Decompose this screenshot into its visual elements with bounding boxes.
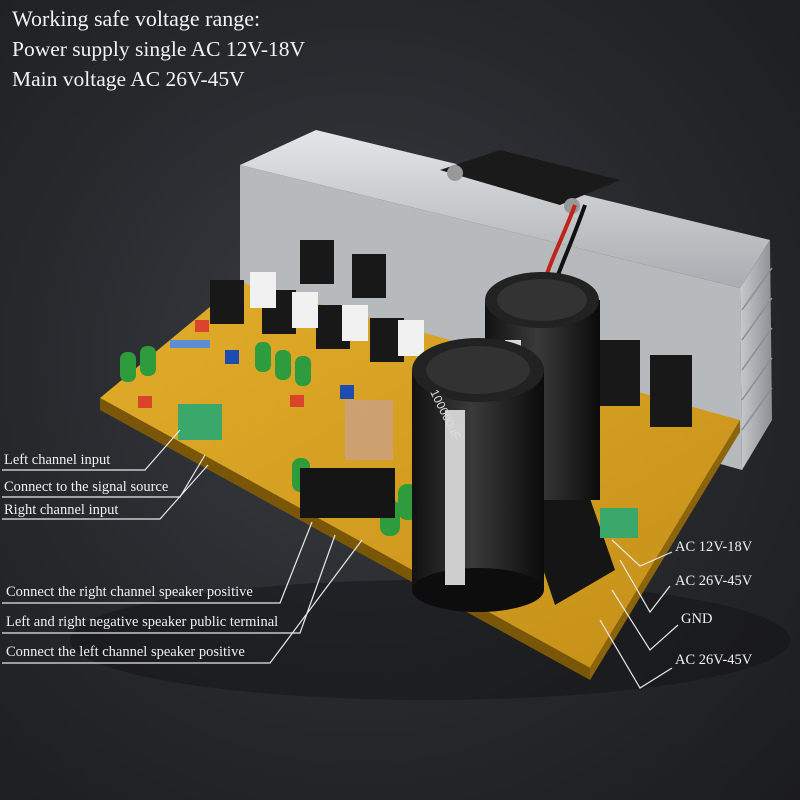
filter-capacitor-front: 100000uF <box>412 338 544 612</box>
small-capacitors <box>120 342 418 536</box>
speaker-terminal-block <box>300 468 395 518</box>
label-gnd: GND <box>681 611 713 627</box>
label-right-speaker-positive: Connect the right channel speaker positi… <box>6 584 253 600</box>
relay <box>345 400 393 460</box>
signal-input-terminal <box>178 404 222 440</box>
voltage-range-header: Working safe voltage range: Power supply… <box>12 4 305 94</box>
label-negative-common-terminal: Left and right negative speaker public t… <box>6 614 279 630</box>
label-ac-main-1: AC 26V-45V <box>675 573 753 589</box>
header-title: Working safe voltage range: <box>12 6 261 31</box>
label-right-channel-input: Right channel input <box>4 502 119 518</box>
header-power-supply-line: Power supply single AC 12V-18V <box>12 37 306 61</box>
label-signal-source: Connect to the signal source <box>4 479 169 495</box>
cooling-fan <box>440 150 620 214</box>
power-resistors <box>250 272 424 356</box>
small-components <box>138 320 354 408</box>
label-left-speaker-positive: Connect the left channel speaker positiv… <box>6 644 245 660</box>
label-ac-main-2: AC 26V-45V <box>675 652 753 668</box>
leader-lines <box>2 429 679 689</box>
label-left-channel-input: Left channel input <box>4 452 111 468</box>
header-main-voltage-line: Main voltage AC 26V-45V <box>12 67 245 91</box>
aux-power-terminal <box>600 508 638 538</box>
label-ac-supply: AC 12V-18V <box>675 539 753 555</box>
